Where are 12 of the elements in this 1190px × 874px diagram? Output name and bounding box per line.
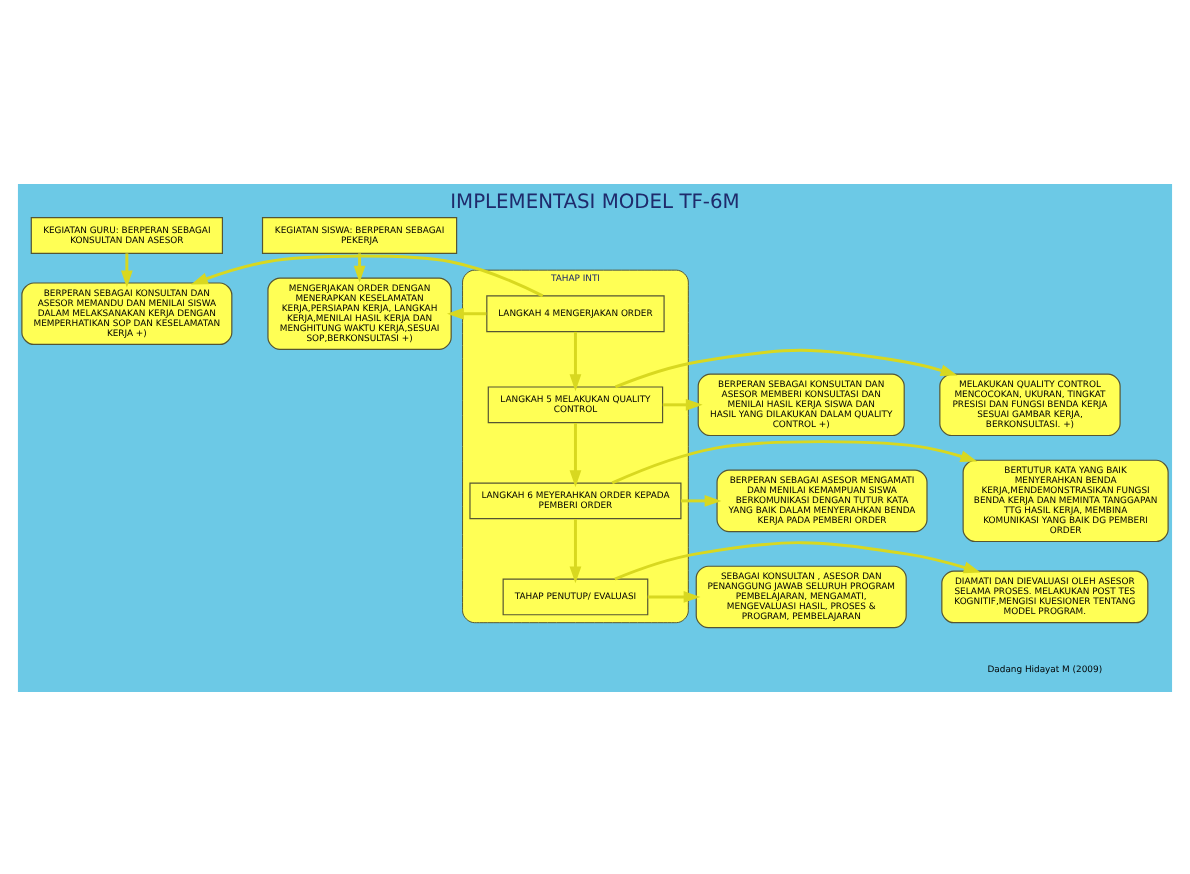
arrow bbox=[662, 397, 703, 410]
arrow bbox=[120, 252, 133, 287]
arrow bbox=[569, 330, 582, 391]
diagram-title: IMPLEMENTASI MODEL TF-6M bbox=[450, 190, 740, 213]
arrow bbox=[569, 422, 582, 487]
arrow bbox=[614, 540, 981, 580]
arrow bbox=[611, 439, 978, 484]
arrow bbox=[614, 347, 958, 388]
arrow bbox=[447, 306, 487, 319]
arrow bbox=[569, 518, 582, 583]
arrow bbox=[680, 493, 722, 506]
arrow bbox=[647, 590, 701, 602]
